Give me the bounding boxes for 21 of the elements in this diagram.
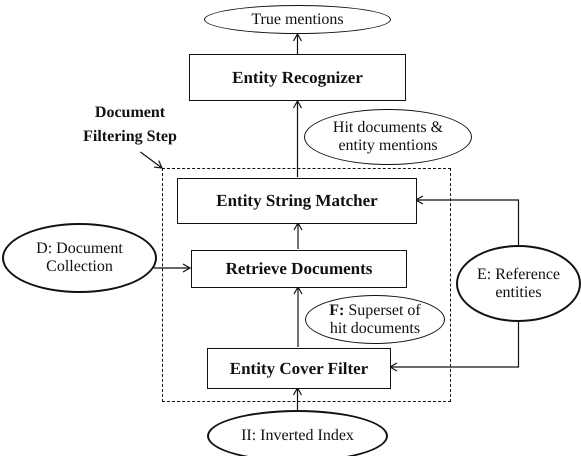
arrow [292,100,302,177]
input-ellipse: II: Inverted Index [207,410,388,456]
arrow [293,222,303,249]
input-ellipse: D: Document Collection [2,223,157,293]
process-box: Entity Recognizer [189,54,406,101]
output-ellipse: True mentions [204,5,391,34]
process-box: Entity Cover Filter [207,348,391,389]
arrow [292,33,302,54]
arrow [415,195,520,245]
step-label: Document Filtering Step [78,100,182,150]
input-ellipse: E: Reference entities [456,245,581,322]
arrow [154,263,191,273]
arrow [293,286,303,347]
arrow [389,322,520,372]
arrow [292,387,302,410]
dashed-group-box [162,168,451,402]
process-box: Retrieve Documents [191,250,407,288]
pointer-arrow [140,152,163,169]
data-ellipse: Hit documents & entity mentions [304,109,472,165]
process-box: Entity String Matcher [177,178,417,224]
data-ellipse: F: Superset of hit documents [305,295,445,344]
